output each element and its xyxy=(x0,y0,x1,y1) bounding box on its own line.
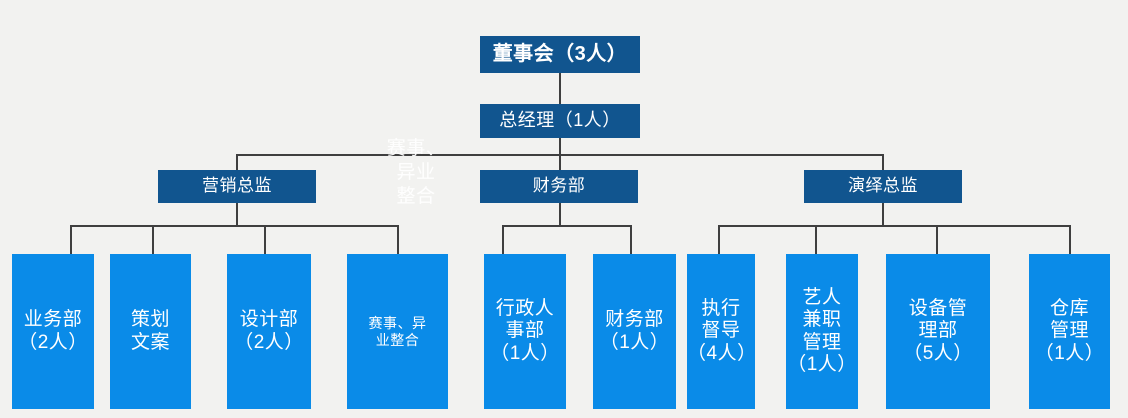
node-leaf-event-crossover[interactable]: 赛事、异 业整合 xyxy=(347,254,448,409)
connector-finance-bus xyxy=(502,225,631,227)
connector-marketing-down xyxy=(236,203,238,226)
ghost-label-event-crossover: 赛事、 异业 整合 xyxy=(386,138,446,207)
connector-finance-drop-1 xyxy=(502,225,504,254)
node-leaf-artist-parttime-mgmt[interactable]: 艺人 兼职 管理 （1人） xyxy=(786,254,858,409)
node-general-manager[interactable]: 总经理（1人） xyxy=(480,104,640,138)
node-marketing-director[interactable]: 营销总监 xyxy=(158,170,316,203)
connector-gm-down xyxy=(559,138,561,155)
connector-performance-drop-3 xyxy=(936,225,938,254)
connector-performance-drop-1 xyxy=(718,225,720,254)
node-leaf-equipment-mgmt-dept[interactable]: 设备管 理部 （5人） xyxy=(886,254,990,409)
node-leaf-execution-supervisor[interactable]: 执行 督导 （4人） xyxy=(687,254,756,409)
node-leaf-planning-copywriting[interactable]: 策划 文案 xyxy=(110,254,191,409)
connector-marketing-drop-1 xyxy=(70,225,72,254)
node-board[interactable]: 董事会（3人） xyxy=(480,36,640,73)
connector-performance-down xyxy=(882,203,884,226)
connector-to-finance-dept xyxy=(559,154,561,170)
connector-performance-drop-4 xyxy=(1069,225,1071,254)
connector-finance-drop-2 xyxy=(630,225,632,254)
node-leaf-admin-hr-dept[interactable]: 行政人 事部 （1人） xyxy=(484,254,566,409)
node-leaf-warehouse-mgmt[interactable]: 仓库 管理 （1人） xyxy=(1029,254,1110,409)
connector-to-marketing-director xyxy=(236,154,238,170)
connector-performance-bus xyxy=(718,225,1070,227)
connector-board-to-gm xyxy=(559,72,561,104)
connector-to-performance-director xyxy=(882,154,884,170)
node-leaf-design-dept[interactable]: 设计部 （2人） xyxy=(227,254,311,409)
connector-marketing-bus xyxy=(70,225,398,227)
connector-marketing-drop-3 xyxy=(264,225,266,254)
connector-marketing-drop-4 xyxy=(397,225,399,254)
node-leaf-finance-dept[interactable]: 财务部 （1人） xyxy=(593,254,676,409)
connector-marketing-drop-2 xyxy=(152,225,154,254)
connector-performance-drop-2 xyxy=(815,225,817,254)
node-finance-dept[interactable]: 财务部 xyxy=(480,170,638,203)
node-leaf-business-dept[interactable]: 业务部 （2人） xyxy=(12,254,94,409)
node-performance-director[interactable]: 演绎总监 xyxy=(804,170,962,203)
connector-finance-down xyxy=(559,203,561,226)
